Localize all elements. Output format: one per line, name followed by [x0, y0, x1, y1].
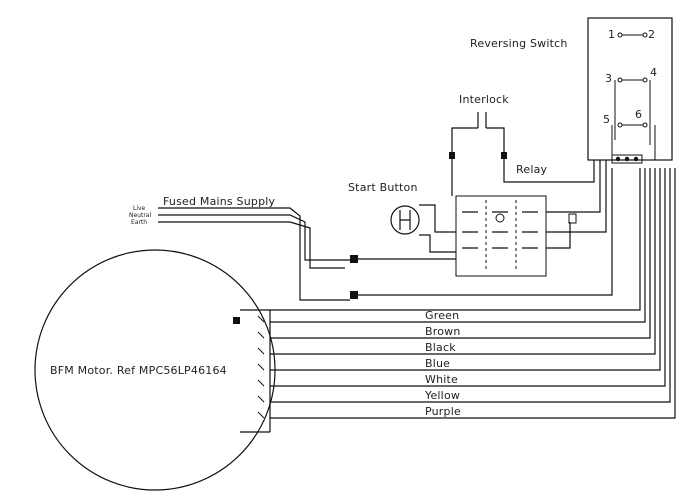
switch-terminal-block [611, 154, 643, 164]
switch-terminal-4: 4 [650, 66, 657, 79]
wire-label-white: White [425, 373, 458, 386]
start-button-label: Start Button [348, 181, 418, 194]
switch-contacts [611, 32, 656, 160]
supply-neutral-label: Neutral [129, 212, 151, 219]
relay-terminal [568, 213, 577, 224]
relay-box [455, 195, 547, 277]
supply-label: Fused Mains Supply [163, 195, 276, 208]
switch-terminal-5: 5 [603, 113, 610, 126]
interlock-contact-left [449, 152, 455, 159]
supply-live-label: Live [133, 205, 146, 212]
reversing-switch-label: Reversing Switch [470, 37, 568, 50]
motor-terminal [233, 317, 240, 324]
relay-contacts [462, 200, 538, 272]
wire-label-yellow: Yellow [424, 389, 460, 402]
wire-label-black: Black [425, 341, 456, 354]
relay-label: Relay [516, 163, 548, 176]
switch-terminal-1: 1 [608, 28, 615, 41]
fuse-1 [350, 255, 358, 263]
wire-label-brown: Brown [425, 325, 461, 338]
motor-label: BFM Motor. Ref MPC56LP46164 [50, 364, 227, 377]
supply-earth-label: Earth [131, 219, 147, 226]
supply-lines [158, 207, 350, 301]
fuse-2 [350, 291, 358, 299]
wire-label-purple: Purple [425, 405, 461, 418]
switch-terminal-3: 3 [605, 72, 612, 85]
motor-leads [240, 168, 676, 433]
interlock-contact-right [501, 152, 507, 159]
switch-terminal-2: 2 [648, 28, 655, 41]
wire-label-blue: Blue [425, 357, 450, 370]
switch-terminal-6: 6 [635, 108, 642, 121]
start-button-symbol [390, 205, 420, 235]
reversing-switch-box [587, 17, 673, 161]
interlock-label: Interlock [459, 93, 509, 106]
wire-label-green: Green [425, 309, 459, 322]
